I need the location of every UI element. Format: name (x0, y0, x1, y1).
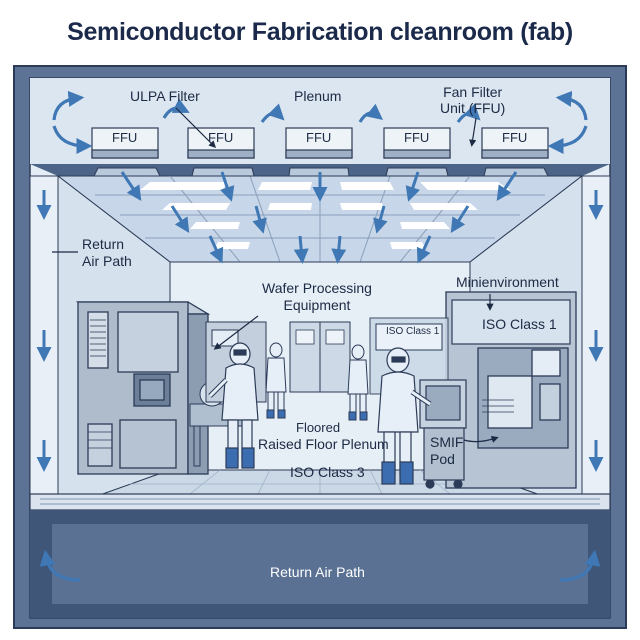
ceiling-light (410, 203, 478, 210)
label-wafer-processing-equipment: Wafer Processing Equipment (262, 280, 372, 313)
ceiling-light (390, 242, 426, 249)
label-iso-class-1-small: ISO Class 1 (386, 326, 440, 337)
airflow-arrow (208, 235, 224, 264)
label-iso-class-3: ISO Class 3 (290, 464, 365, 480)
airflow-arrow (220, 171, 235, 202)
side-return-arrows (36, 190, 604, 472)
worker-back-left (265, 342, 287, 419)
worker-left (208, 342, 259, 469)
airflow-arrow (373, 205, 388, 234)
airflow-arrow (331, 235, 347, 264)
airflow-arrow (170, 205, 190, 234)
airflow-arrow (456, 103, 481, 123)
plenum-airflow-arrows (52, 90, 588, 154)
label-raised-floor-plenum: Raised Floor Plenum (258, 436, 389, 452)
label-fan-filter-unit: Fan Filter Unit (FFU) (440, 84, 506, 116)
ceiling-light (162, 203, 230, 210)
airflow-arrow (252, 205, 267, 234)
airflow-arrow (260, 103, 285, 123)
ceiling-light (214, 242, 250, 249)
airflow-arrow (559, 549, 601, 582)
airflow-arrow (416, 235, 432, 264)
airflow-arrow (52, 125, 93, 154)
label-return-air-path-bottom: Return Air Path (270, 564, 365, 580)
airflow-arrow (358, 103, 384, 123)
airflow-arrow (52, 90, 85, 121)
airflow-arrow (450, 205, 470, 234)
ceiling-light (420, 182, 510, 190)
airflow-arrow (555, 90, 588, 121)
airflow-arrow (293, 235, 309, 264)
ffu-units (91, 127, 549, 159)
label-iso-class-1-minienv: ISO Class 1 (482, 316, 557, 332)
label-plenum: Plenum (294, 88, 342, 104)
ceiling-light (140, 182, 228, 190)
back-doors (289, 321, 351, 393)
label-floored: Floored (296, 420, 341, 435)
ceiling-light (268, 203, 312, 210)
subfloor-return-arrows (39, 549, 601, 582)
leader-line (213, 315, 259, 350)
airflow-arrow (496, 171, 518, 201)
label-minienvironment: Minienvironment (456, 274, 559, 290)
ffu-label: FFU (306, 130, 332, 145)
raised-floor-grating (29, 493, 611, 511)
airflow-arrow (39, 549, 81, 582)
ceiling-light (340, 182, 394, 190)
label-ulpa-filter: ULPA Filter (130, 88, 200, 104)
downflow-arrows (120, 171, 518, 264)
label-smif-pod: SMIF Pod (430, 434, 464, 467)
worker-back-right (347, 344, 369, 421)
leader-line (175, 107, 217, 149)
airflow-arrow (547, 125, 588, 154)
ceiling-light (340, 203, 384, 210)
airflow-arrow (405, 171, 420, 202)
leader-line (463, 435, 499, 443)
subfloor-inner (52, 524, 588, 604)
process-tool-left (75, 301, 211, 475)
ceiling-light (258, 182, 312, 190)
ffu-label: FFU (112, 130, 138, 145)
ceiling-light (190, 222, 240, 229)
label-return-air-path-side: Return Air Path (82, 236, 132, 269)
ceiling-light (400, 222, 450, 229)
airflow-arrow (162, 98, 190, 119)
airflow-arrow (120, 171, 142, 201)
label-leader-lines (52, 107, 499, 443)
leader-line (469, 117, 477, 147)
ffu-label: FFU (502, 130, 528, 145)
smif-cart (419, 379, 467, 489)
ffu-label: FFU (208, 130, 234, 145)
diagram-title: Semiconductor Fabrication cleanroom (fab… (67, 18, 573, 46)
worker-right (377, 347, 432, 485)
floor-perforations (40, 498, 600, 505)
ffu-label: FFU (404, 130, 430, 145)
